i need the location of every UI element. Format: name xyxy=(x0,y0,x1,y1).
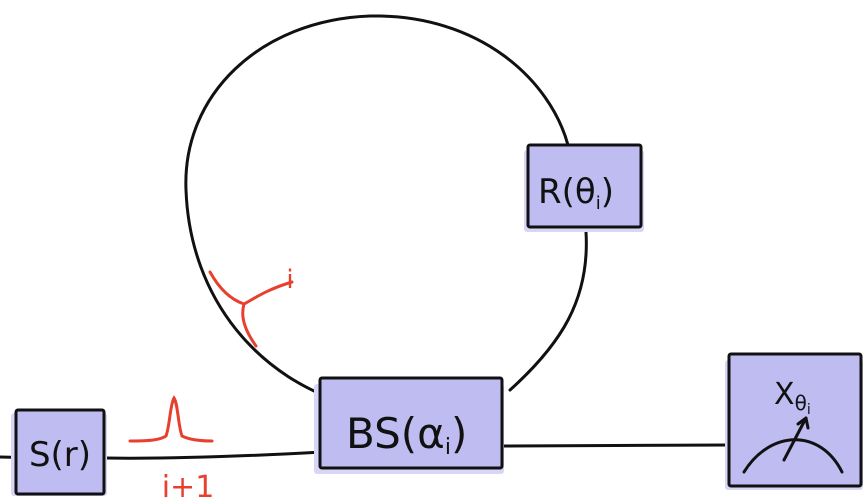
svg-text:R(θi): R(θi) xyxy=(538,172,614,214)
source-box: S(r) xyxy=(11,408,107,496)
loop-annotation: i xyxy=(208,265,294,348)
svg-text:Xθi: Xθi xyxy=(774,377,811,418)
pulse-peak-icon xyxy=(128,395,214,443)
rotation-close: ) xyxy=(601,172,614,212)
beam-splitter-sub: i xyxy=(445,435,451,460)
rotation-box: R(θi) xyxy=(524,143,644,232)
pulse-annotation: i+1 xyxy=(128,395,215,503)
measurement-box: Xθi xyxy=(725,352,863,490)
measurement-sub2: i xyxy=(807,402,811,418)
pulse-index-label: i+1 xyxy=(162,470,215,503)
meter-dial-icon xyxy=(742,416,844,474)
delay-loop xyxy=(184,14,588,407)
rotation-sub: i xyxy=(596,193,601,214)
beam-splitter-label: BS(α xyxy=(346,409,445,458)
measurement-label: X xyxy=(774,377,795,412)
beam-splitter-box: BS(αi) xyxy=(314,376,504,474)
svg-text:BS(αi): BS(αi) xyxy=(346,409,467,460)
rotation-label: R(θ xyxy=(538,172,596,212)
beam-splitter-close: ) xyxy=(451,409,467,458)
measurement-sub: θ xyxy=(795,391,807,415)
source-label: S(r) xyxy=(29,435,91,475)
loop-index-label: i xyxy=(286,265,293,295)
optical-line-out xyxy=(498,443,732,448)
loop-symbol-mark xyxy=(208,270,294,348)
